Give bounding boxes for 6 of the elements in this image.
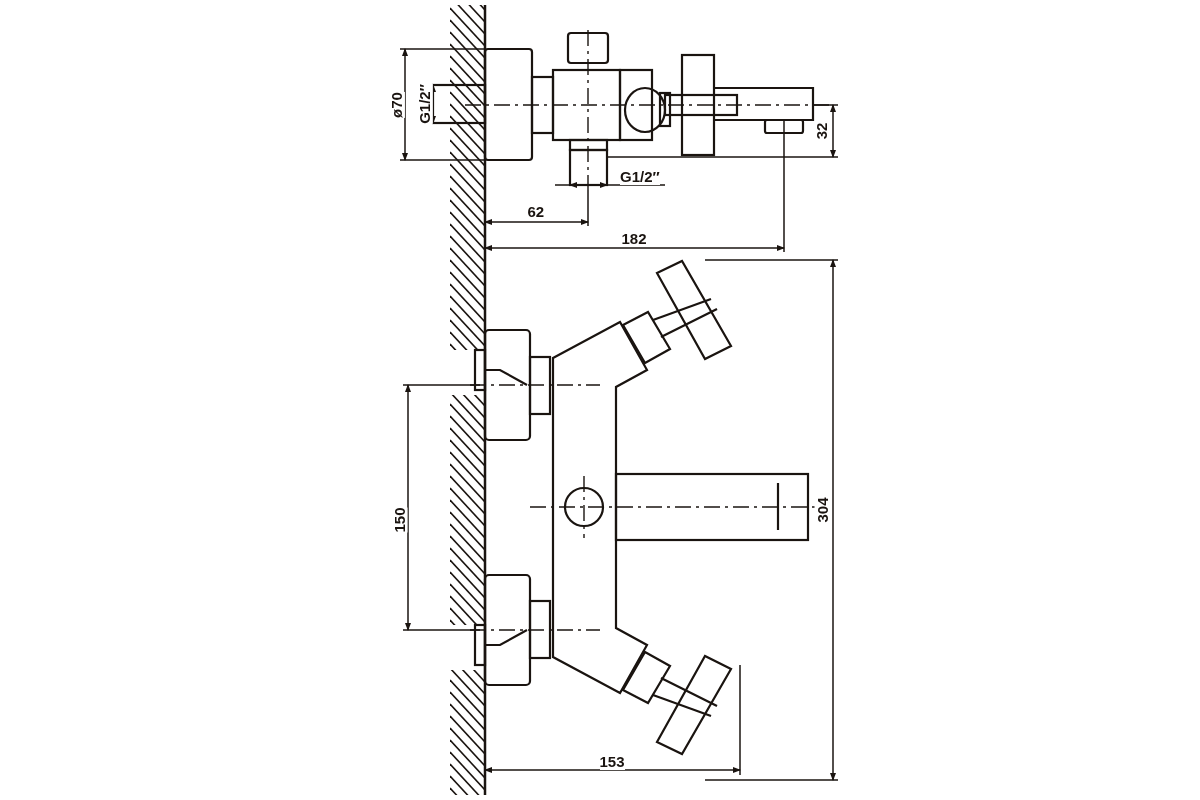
dimension-label: 153 (599, 754, 625, 770)
dimension-label: 62 (527, 204, 545, 220)
dimension-label: 304 (814, 497, 830, 523)
dimension-label: G1/2″ (620, 169, 660, 185)
dimension-label: 182 (621, 231, 647, 247)
dimension-label: G1/2″ (416, 84, 433, 124)
